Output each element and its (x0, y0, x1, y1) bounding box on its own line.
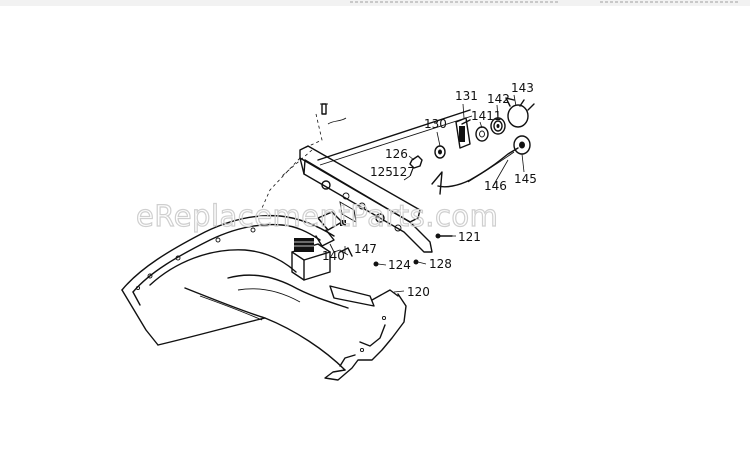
nut-128 (413, 259, 419, 265)
part-labels: 143 131 142 1411 130 126 125 127 146 145… (322, 81, 537, 299)
mounting-bracket (261, 103, 433, 253)
label-145: 145 (514, 172, 537, 186)
label-1411: 1411 (471, 109, 502, 123)
label-120: 120 (407, 285, 430, 299)
label-125: 125 (370, 165, 393, 179)
label-147: 147 (354, 242, 377, 256)
leader-lines (339, 94, 525, 293)
label-124: 124 (388, 258, 411, 272)
label-142: 142 (487, 92, 510, 106)
screw-147 (339, 247, 353, 257)
spring-1411 (475, 126, 489, 142)
label-121: 121 (458, 230, 481, 244)
switch-block (291, 238, 331, 281)
label-143: 143 (511, 81, 534, 95)
label-126: 126 (385, 147, 408, 161)
washer-130 (434, 145, 446, 159)
label-131: 131 (455, 89, 478, 103)
label-128: 128 (429, 257, 452, 271)
screw-121 (435, 233, 453, 239)
screw-124 (373, 261, 379, 267)
nut-126 (409, 155, 423, 169)
watermark-text: eReplacementParts.com (136, 199, 498, 233)
knob-143 (505, 97, 535, 128)
label-130: 130 (424, 117, 447, 131)
cable-146 (437, 147, 519, 188)
label-127: 127 (392, 165, 415, 179)
switch-cylinder (315, 211, 346, 253)
knob-145 (513, 135, 531, 155)
label-146: 146 (484, 179, 507, 193)
lever-131 (455, 117, 471, 149)
label-140: 140 (322, 249, 345, 263)
fender-shroud (121, 214, 407, 381)
header-fragment (0, 0, 750, 6)
